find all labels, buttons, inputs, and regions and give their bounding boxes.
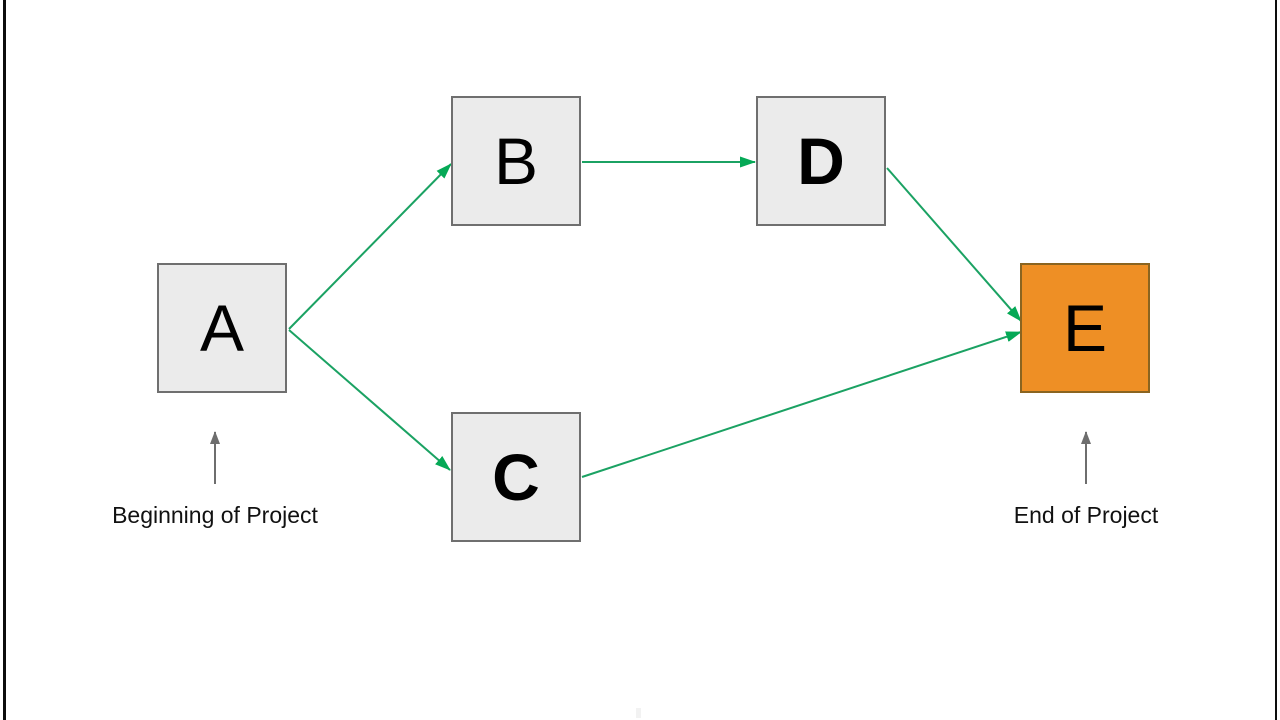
edge-c-to-e xyxy=(581,331,1022,478)
node-d: D xyxy=(756,96,886,226)
edge-a-to-b xyxy=(288,163,452,330)
node-c: C xyxy=(451,412,581,542)
bottom-tick-mark xyxy=(636,708,641,718)
node-e-label: E xyxy=(1062,291,1108,365)
node-d-label: D xyxy=(797,124,845,198)
left-frame-bar xyxy=(3,0,6,720)
edge-a-to-c xyxy=(288,329,451,471)
node-c-label: C xyxy=(492,440,540,514)
beginning-of-project-label: Beginning of Project xyxy=(112,502,318,528)
edge-d-to-e xyxy=(886,167,1022,322)
node-b-label: B xyxy=(493,124,539,198)
end-of-project-label: End of Project xyxy=(1013,502,1159,528)
node-b: B xyxy=(451,96,581,226)
node-e: E xyxy=(1020,263,1150,393)
node-a: A xyxy=(157,263,287,393)
right-frame-bar xyxy=(1275,0,1277,720)
node-a-label: A xyxy=(199,291,245,365)
